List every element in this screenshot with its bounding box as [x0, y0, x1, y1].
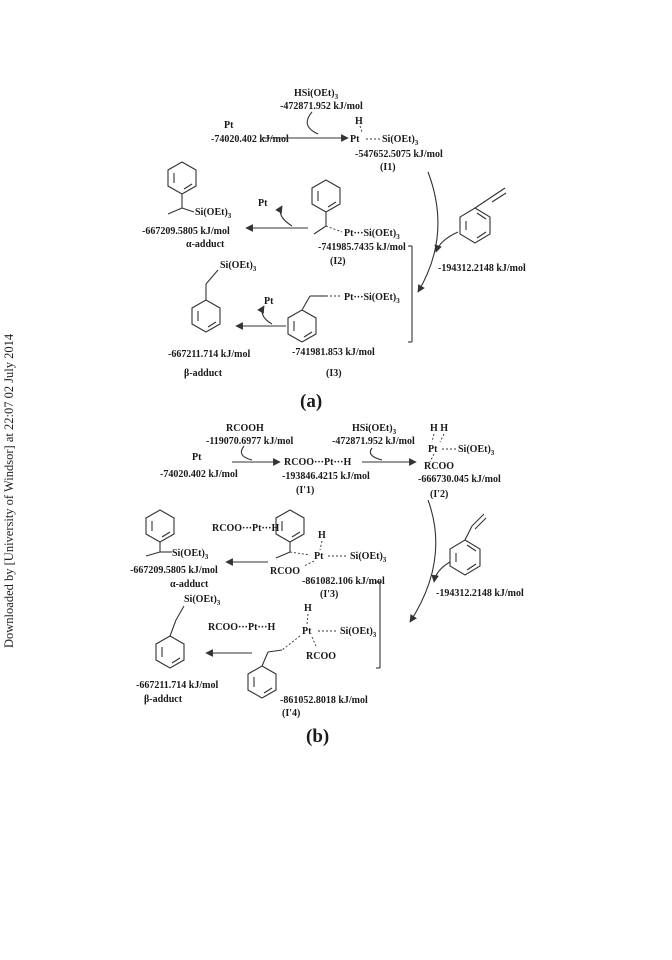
pt-energy: -74020.402 kJ/mol — [211, 134, 289, 145]
i3-molecule — [287, 295, 342, 343]
i1-h: H — [355, 116, 363, 127]
arrow-i1-down — [417, 171, 439, 293]
pt-energy-b: -74020.402 kJ/mol — [160, 469, 238, 480]
arrow-rcooh-in — [240, 445, 253, 461]
i1-energy: -547652.5075 kJ/mol — [355, 149, 443, 160]
hsi-energy: -472871.952 kJ/mol — [280, 101, 363, 112]
alpha-si-b: Si(OEt)3 — [172, 548, 209, 561]
ip3-label: (I'3) — [320, 589, 338, 600]
ip4-molecule — [247, 635, 301, 699]
ip2-h: H H — [430, 423, 448, 434]
beta-energy-b: -667211.714 kJ/mol — [136, 680, 218, 691]
ip4-label: (I'4) — [282, 708, 300, 719]
styrene-molecule-b — [449, 513, 487, 576]
beta-energy: -667211.714 kJ/mol — [168, 349, 250, 360]
ip3-energy: -861082.106 kJ/mol — [302, 576, 385, 587]
ip3-rcoo: RCOO — [270, 566, 300, 577]
arrow-styrene-in-b — [431, 561, 451, 583]
beta-si: Si(OEt)3 — [220, 260, 257, 273]
i3-energy: -741981.853 kJ/mol — [292, 347, 375, 358]
ip2-label: (I'2) — [430, 489, 448, 500]
ip3-h: H — [318, 530, 326, 541]
pt-reactant-b: Pt — [192, 452, 202, 463]
i1-label: (I1) — [380, 162, 396, 173]
hsi-energy-b: -472871.952 kJ/mol — [332, 436, 415, 447]
arrow-ip2-down — [409, 499, 437, 623]
ip2-pt: Pt — [428, 444, 438, 455]
ip4-energy: -861052.8018 kJ/mol — [280, 695, 368, 706]
panel-b: RCOOH -119070.6977 kJ/mol Pt -74020.402 … — [130, 423, 524, 747]
ip4-h: H — [304, 603, 312, 614]
alpha-label: α-adduct — [186, 239, 225, 250]
alpha-rcoo-b: RCOO···Pt···H — [212, 523, 279, 534]
ip2-si: Si(OEt)3 — [458, 444, 495, 457]
alpha-energy: -667209.5805 kJ/mol — [142, 226, 230, 237]
i3-label: (I3) — [326, 368, 342, 379]
ip2-rcoo: RCOO — [424, 461, 454, 472]
hsi-reactant-b: HSi(OEt)3 — [352, 423, 397, 436]
i1-pt: Pt — [350, 134, 360, 145]
i2-molecule — [311, 179, 343, 235]
panel-a: HSi(OEt)3 -472871.952 kJ/mol Pt -74020.4… — [142, 88, 526, 412]
ip1-energy: -193846.4215 kJ/mol — [282, 471, 370, 482]
beta-si-b: Si(OEt)3 — [184, 594, 221, 607]
ip4-pt: Pt — [302, 626, 312, 637]
alpha-adduct-molecule-a — [167, 161, 197, 215]
rcooh-reactant: RCOOH — [226, 423, 264, 434]
ip3-si: Si(OEt)3 — [350, 551, 387, 564]
alpha-si: Si(OEt)3 — [195, 207, 232, 220]
beta-label-b: β-adduct — [144, 694, 183, 705]
ip4-rcoo: RCOO — [306, 651, 336, 662]
styrene-energy: -194312.2148 kJ/mol — [438, 263, 526, 274]
beta-label: β-adduct — [184, 368, 223, 379]
beta-adduct-molecule-b — [155, 605, 185, 669]
rcooh-energy: -119070.6977 kJ/mol — [206, 436, 293, 447]
ip2-energy: -666730.045 kJ/mol — [418, 474, 501, 485]
beta-rcoo-b: RCOO···Pt···H — [208, 622, 275, 633]
alpha-pt: Pt — [258, 198, 268, 209]
i2-pt-si: Pt···Si(OEt)3 — [344, 228, 400, 241]
ip3-molecule — [275, 509, 311, 559]
styrene-energy-b: -194312.2148 kJ/mol — [436, 588, 524, 599]
ip4-si: Si(OEt)3 — [340, 626, 377, 639]
hsi-reactant: HSi(OEt)3 — [294, 88, 339, 101]
pt-reactant: Pt — [224, 120, 234, 131]
i3-pt-si: Pt···Si(OEt)3 — [344, 292, 400, 305]
panel-a-label: (a) — [300, 391, 322, 412]
alpha-energy-b: -667209.5805 kJ/mol — [130, 565, 218, 576]
beta-pt: Pt — [264, 296, 274, 307]
beta-adduct-molecule-a — [191, 269, 221, 333]
ip3-pt: Pt — [314, 551, 324, 562]
ip1-label: (I'1) — [296, 485, 314, 496]
i1-h-bond — [359, 125, 363, 133]
alpha-label-b: α-adduct — [170, 579, 209, 590]
arrow-hsi-in-b — [369, 447, 383, 461]
i2-label: (I2) — [330, 256, 346, 267]
i2-energy: -741985.7435 kJ/mol — [318, 242, 406, 253]
panel-b-label: (b) — [306, 726, 329, 747]
styrene-molecule-a — [459, 187, 507, 244]
arrow-pt-out-a1 — [275, 205, 293, 227]
i1-si: Si(OEt)3 — [382, 134, 419, 147]
alpha-adduct-molecule-b — [145, 509, 175, 557]
arrow-styrene-in — [434, 231, 459, 253]
arrow-pt-out-a2 — [257, 305, 273, 325]
arrow-hsi-in — [306, 111, 319, 135]
ip1-formula: RCOO···Pt···H — [284, 457, 351, 468]
